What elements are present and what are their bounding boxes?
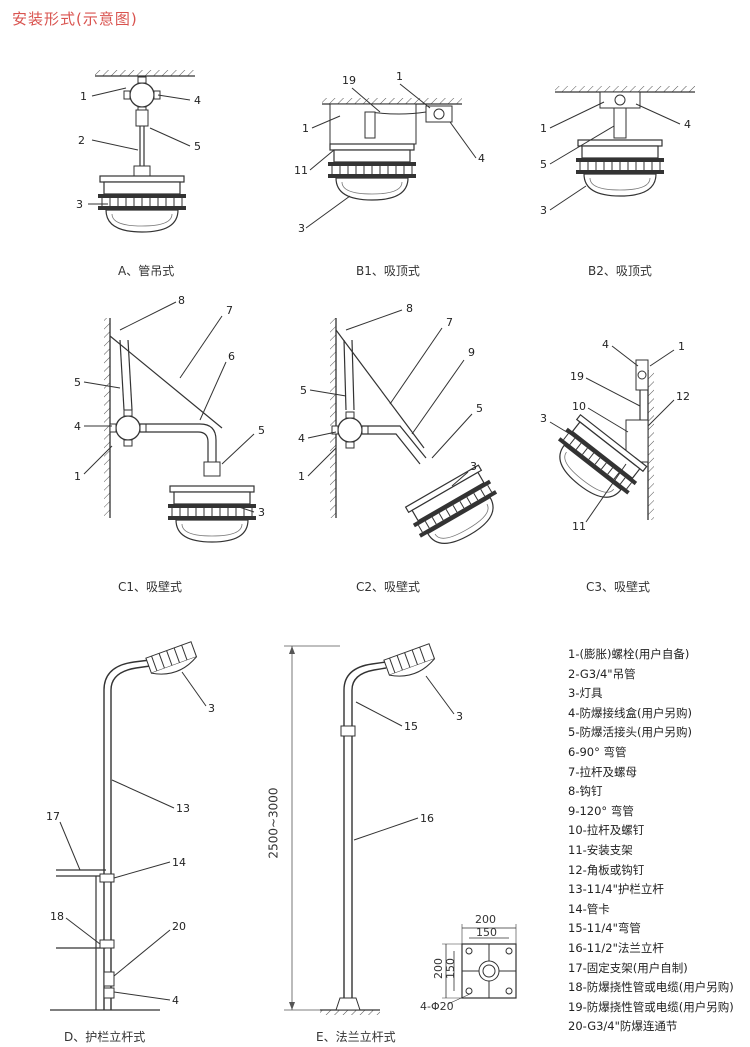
callout-1: 1 <box>540 122 547 135</box>
diagram-b1-ceiling: 19 1 1 4 11 3 <box>294 70 485 235</box>
callout-7: 7 <box>446 316 453 329</box>
callout-5: 5 <box>74 376 81 389</box>
callout-4: 4 <box>478 152 485 165</box>
callout-1: 1 <box>396 70 403 83</box>
callout-9: 9 <box>468 346 475 359</box>
callout-11: 11 <box>294 164 308 177</box>
caption-d: D、护栏立杆式 <box>64 1030 146 1044</box>
callout-15: 15 <box>404 720 418 733</box>
callout-10: 10 <box>572 400 586 413</box>
legend-item: 15-11/4"弯管 <box>568 921 641 936</box>
callout-8: 8 <box>406 302 413 315</box>
caption-b2: B2、吸顶式 <box>588 264 652 278</box>
legend-item: 4-防爆接线盒(用户另购) <box>568 705 692 720</box>
callout-4: 4 <box>298 432 305 445</box>
flange-plate-detail <box>442 924 517 1005</box>
callout-19: 19 <box>342 74 356 87</box>
diagram-c1-wall: 8 7 6 5 4 1 5 3 <box>74 294 265 543</box>
callout-16: 16 <box>420 812 434 825</box>
callout-3: 3 <box>470 460 477 473</box>
callout-4: 4 <box>194 94 201 107</box>
callout-5: 5 <box>194 140 201 153</box>
callout-5: 5 <box>258 424 265 437</box>
callout-1: 1 <box>80 90 87 103</box>
legend-item: 6-90° 弯管 <box>568 744 627 759</box>
callout-4: 4 <box>74 420 81 433</box>
parts-legend: 1-(膨胀)螺栓(用户自备) 2-G3/4"吊管 3-灯具 4-防爆接线盒(用户… <box>568 645 734 1037</box>
callout-13: 13 <box>176 802 190 815</box>
callout-1: 1 <box>74 470 81 483</box>
callout-8: 8 <box>178 294 185 307</box>
callout-19: 19 <box>570 370 584 383</box>
caption-a: A、管吊式 <box>118 264 175 278</box>
legend-item: 13-11/4"护栏立杆 <box>568 882 664 897</box>
diagram-d-railing-pole: 3 13 17 14 18 20 4 <box>46 641 215 1011</box>
legend-item: 3-灯具 <box>568 686 603 701</box>
legend-item: 10-拉杆及螺钉 <box>568 823 645 838</box>
flange-width-label: 200 <box>475 913 496 926</box>
legend-item: 16-11/2"法兰立杆 <box>568 940 664 955</box>
callout-5: 5 <box>300 384 307 397</box>
callout-1: 1 <box>298 470 305 483</box>
legend-item: 18-防爆挠性管或电缆(用户另购) <box>568 980 734 995</box>
callout-4: 4 <box>602 338 609 351</box>
legend-item: 12-角板或钩钉 <box>568 862 645 877</box>
callout-3: 3 <box>540 204 547 217</box>
callout-3: 3 <box>540 412 547 425</box>
callout-12: 12 <box>676 390 690 403</box>
diagram-c2-wall: 8 7 9 5 4 1 5 3 <box>298 302 509 558</box>
flange-inner-width-label: 150 <box>476 926 497 939</box>
flange-inner-height-label: 150 <box>444 958 457 979</box>
callout-1: 1 <box>678 340 685 353</box>
callout-2: 2 <box>78 134 85 147</box>
callout-5: 5 <box>476 402 483 415</box>
legend-item: 2-G3/4"吊管 <box>568 666 636 681</box>
callout-3: 3 <box>76 198 83 211</box>
diagram-b2-ceiling: 1 4 5 3 <box>540 86 695 217</box>
callout-4: 4 <box>172 994 179 1007</box>
callout-17: 17 <box>46 810 60 823</box>
legend-item: 19-防爆挠性管或电缆(用户另购) <box>568 999 734 1014</box>
diagram-c3-wall: 4 1 19 12 10 3 11 <box>540 338 690 533</box>
callout-3: 3 <box>298 222 305 235</box>
callout-5: 5 <box>540 158 547 171</box>
legend-item: 17-固定支架(用户自制) <box>568 960 688 975</box>
diagram-a-pipe-pendant: 1 4 2 5 3 <box>76 70 201 233</box>
caption-c3: C3、吸壁式 <box>586 580 651 594</box>
legend-item: 5-防爆活接头(用户另购) <box>568 725 692 740</box>
callout-14: 14 <box>172 856 186 869</box>
callout-3: 3 <box>208 702 215 715</box>
legend-item: 11-安装支架 <box>568 842 633 857</box>
legend-item: 20-G3/4"防爆连通节 <box>568 1019 678 1034</box>
callout-7: 7 <box>226 304 233 317</box>
caption-c1: C1、吸壁式 <box>118 580 183 594</box>
callout-11: 11 <box>572 520 586 533</box>
callout-6: 6 <box>228 350 235 363</box>
diagram-e-flange-pole: 3 15 16 <box>284 643 517 1015</box>
legend-item: 14-管卡 <box>568 901 610 916</box>
caption-e: E、法兰立杆式 <box>316 1030 396 1044</box>
legend-item: 7-拉杆及螺母 <box>568 764 637 779</box>
callout-4: 4 <box>684 118 691 131</box>
bolt-holes-label: 4-Φ20 <box>420 1000 454 1013</box>
legend-item: 8-钩钉 <box>568 784 603 799</box>
callout-18: 18 <box>50 910 64 923</box>
callout-20: 20 <box>172 920 186 933</box>
callout-1: 1 <box>302 122 309 135</box>
caption-b1: B1、吸顶式 <box>356 264 420 278</box>
legend-item: 9-120° 弯管 <box>568 803 634 818</box>
caption-c2: C2、吸壁式 <box>356 580 421 594</box>
callout-3: 3 <box>456 710 463 723</box>
height-dimension-label: 2500~3000 <box>266 787 281 859</box>
page-title: 安装形式(示意图) <box>12 10 138 28</box>
callout-3: 3 <box>258 506 265 519</box>
legend-item: 1-(膨胀)螺栓(用户自备) <box>568 647 690 661</box>
